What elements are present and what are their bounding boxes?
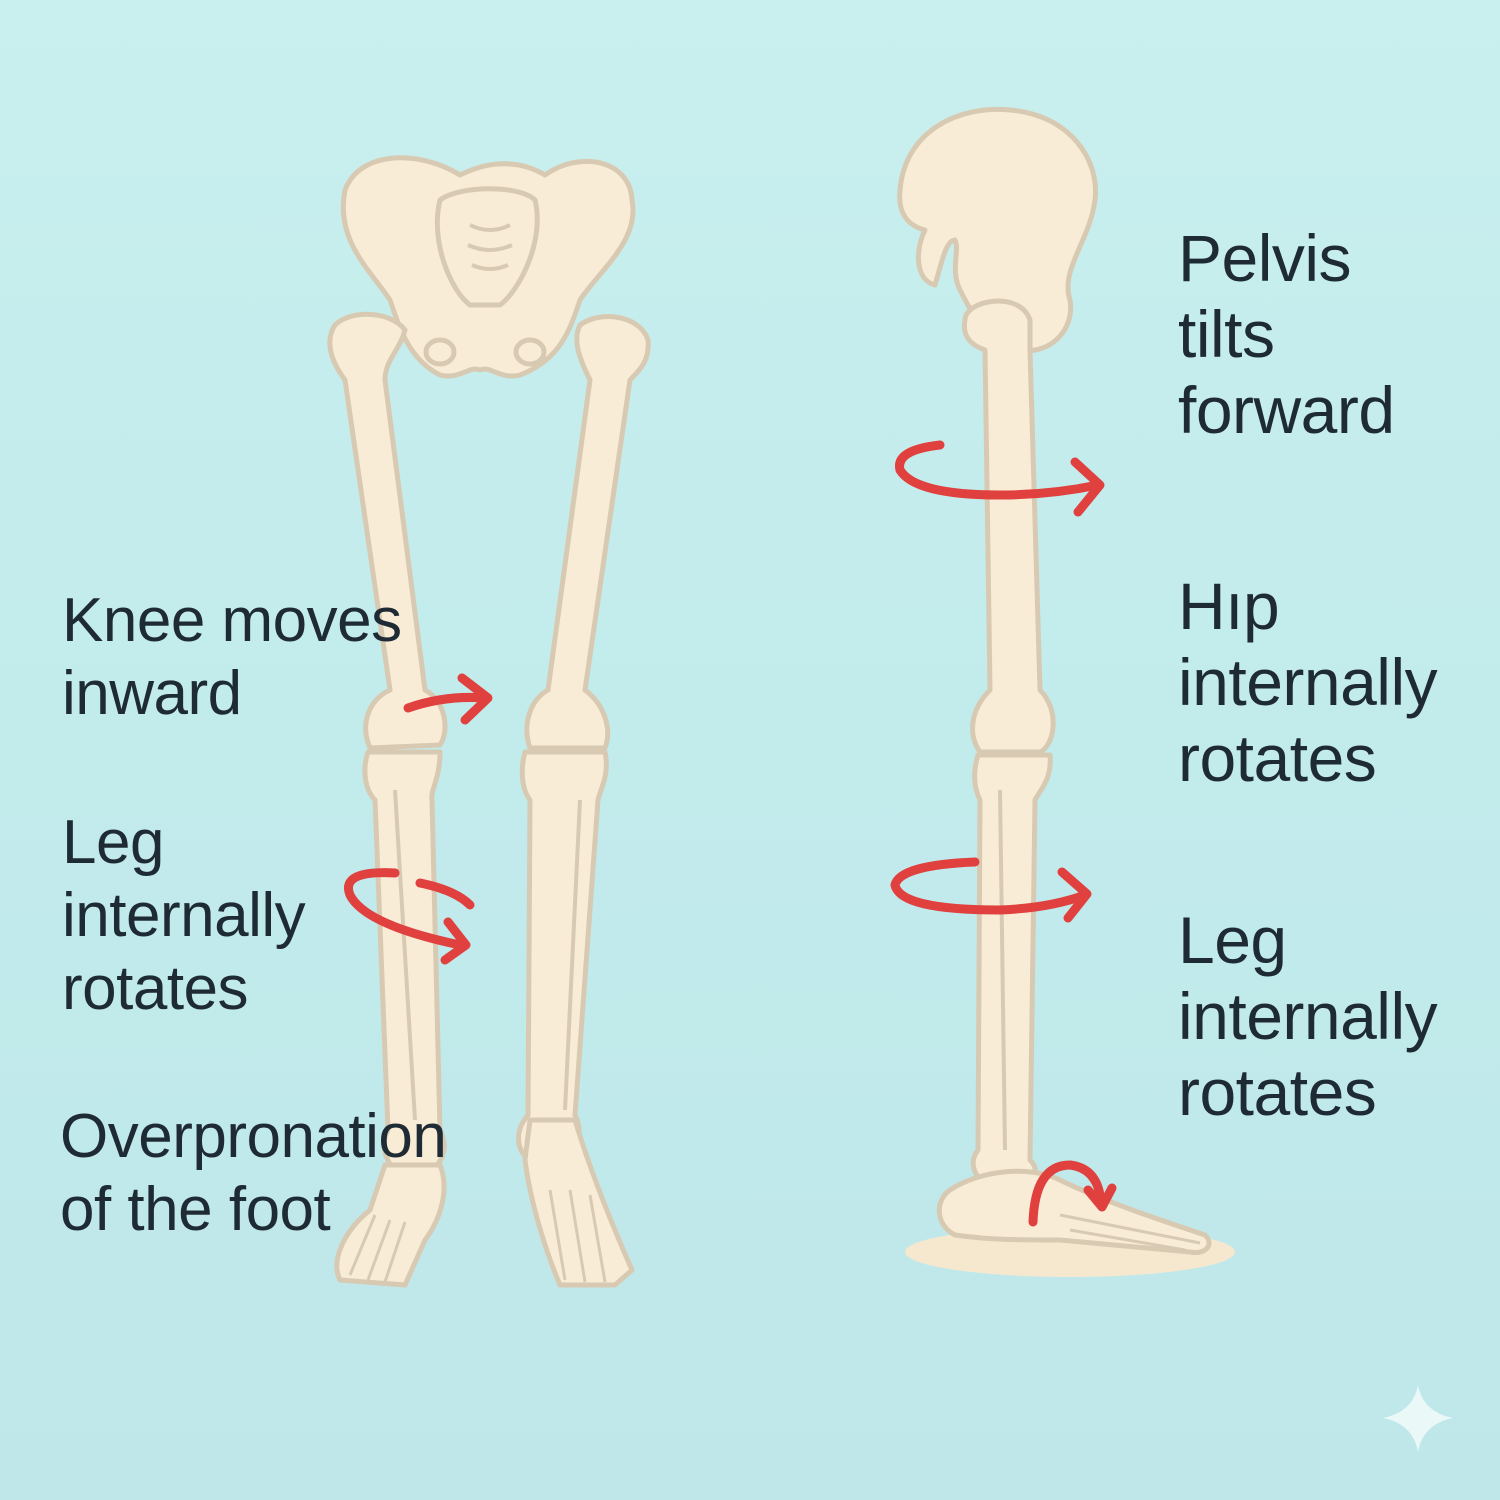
label-line: of the foot <box>60 1175 331 1244</box>
label-line: Knee moves <box>62 586 402 655</box>
front-view-skeleton <box>327 155 651 1288</box>
front-left-femur <box>327 311 448 751</box>
label-hip-internally-rotates: Hıp internally rotates <box>1178 568 1438 796</box>
label-line: Leg <box>1178 903 1287 977</box>
label-line: rotates <box>62 954 249 1023</box>
label-pelvis-tilts-forward: Pelvis tilts forward <box>1178 220 1395 448</box>
label-line: rotates <box>1178 1055 1377 1129</box>
label-line: forward <box>1178 373 1395 447</box>
label-left-leg-internally-rotates: Leg internally rotates <box>62 806 306 1025</box>
label-right-leg-internally-rotates: Leg internally rotates <box>1178 902 1438 1130</box>
label-line: rotates <box>1178 721 1377 795</box>
side-leg-rotation-arrow <box>890 857 1092 923</box>
side-femur <box>961 298 1056 755</box>
label-line: Hıp <box>1178 569 1280 643</box>
label-line: inward <box>62 659 242 728</box>
label-line: Leg <box>62 808 164 877</box>
left-leg-rotation-arrow <box>344 868 475 965</box>
hip-rotation-arrow <box>895 440 1105 517</box>
label-line: internally <box>1178 645 1438 719</box>
label-overpronation: Overpronation of the foot <box>60 1100 447 1246</box>
front-left-foot <box>334 1162 447 1288</box>
label-line: tilts <box>1178 297 1275 371</box>
front-right-femur <box>524 314 651 751</box>
side-view-skeleton <box>897 106 1235 1277</box>
front-sacrum <box>434 186 540 308</box>
label-line: Overpronation <box>60 1102 447 1171</box>
knee-inward-arrow <box>403 673 493 725</box>
sparkle-icon <box>1383 1385 1453 1452</box>
label-knee-moves-inward: Knee moves inward <box>62 584 402 730</box>
front-right-foot <box>522 1117 635 1288</box>
label-line: internally <box>1178 979 1438 1053</box>
front-right-tibia <box>516 749 609 1163</box>
label-line: internally <box>62 881 306 950</box>
side-tibia <box>970 752 1053 1185</box>
label-line: Pelvis <box>1178 221 1352 295</box>
foot-rotation-arrow <box>1028 1160 1117 1227</box>
